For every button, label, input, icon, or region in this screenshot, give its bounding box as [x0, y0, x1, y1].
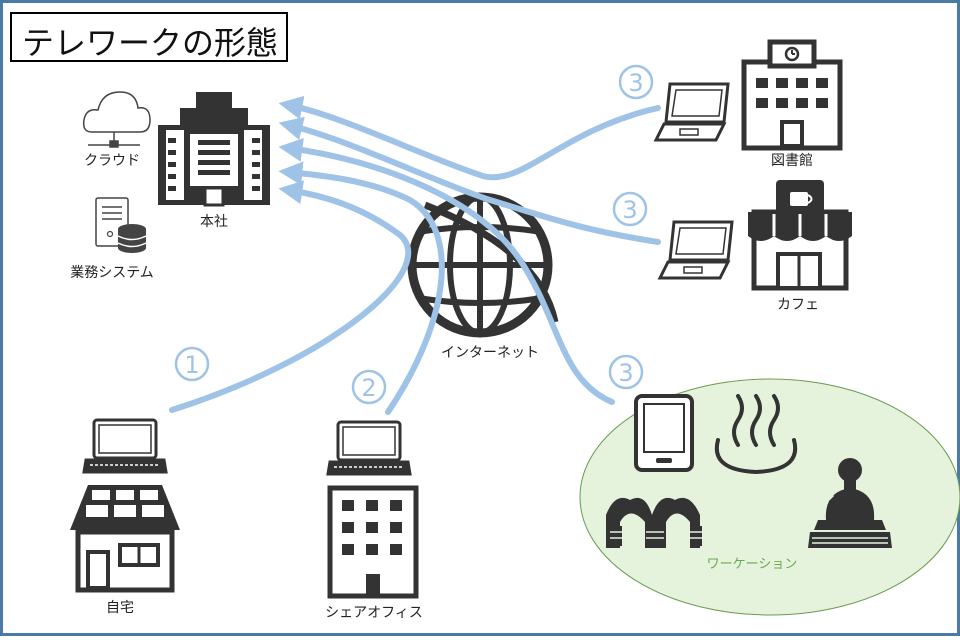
svg-text:2: 2: [361, 374, 376, 402]
arrow-home: [169, 180, 412, 413]
office-building-icon: [327, 485, 419, 599]
svg-text:1: 1: [184, 351, 199, 379]
hot-spring-icon: [714, 394, 798, 475]
hq-building-icon: [158, 92, 270, 207]
label-cafe: カフェ: [777, 297, 819, 313]
badge-library: 3: [618, 64, 654, 100]
tablet-icon: [634, 394, 694, 472]
laptop-icon-share-office: [326, 420, 412, 476]
badge-cafe: 3: [612, 191, 648, 227]
home-icon: [70, 485, 180, 593]
connection-arrows: [169, 95, 661, 415]
arrow-library: [278, 95, 661, 181]
arrow-workation: [278, 137, 615, 405]
label-cloud: クラウド: [84, 153, 140, 169]
server-database-icon: [95, 197, 147, 253]
svg-text:3: 3: [618, 359, 633, 387]
bridge-icon: [606, 497, 702, 548]
badge-home: 1: [174, 346, 210, 382]
label-share-office: シェアオフィス: [325, 605, 423, 621]
arrow-cafe: [278, 116, 661, 245]
title-box: テレワークの形態: [10, 12, 288, 62]
cafe-building-icon: [748, 180, 852, 291]
cloud-icon: [82, 91, 151, 148]
label-library: 図書館: [771, 152, 813, 169]
laptop-icon-library: [653, 82, 730, 142]
badge-share-office: 2: [351, 369, 387, 405]
laptop-icon-home: [82, 418, 168, 474]
label-hq: 本社: [200, 214, 228, 230]
laptop-icon-cafe: [657, 220, 734, 280]
svg-text:3: 3: [622, 196, 637, 224]
badge-workation: 3: [608, 354, 644, 390]
label-business-system: 業務システム: [70, 265, 154, 281]
library-building-icon: [741, 39, 843, 151]
label-workation: ワーケーション: [707, 557, 798, 572]
label-internet: インターネット: [441, 345, 539, 361]
arrow-share-office: [278, 161, 445, 415]
svg-text:3: 3: [628, 69, 643, 97]
label-home: 自宅: [106, 600, 134, 616]
page-title: テレワークの形態: [22, 24, 279, 62]
buddha-statue-icon: [808, 458, 892, 548]
